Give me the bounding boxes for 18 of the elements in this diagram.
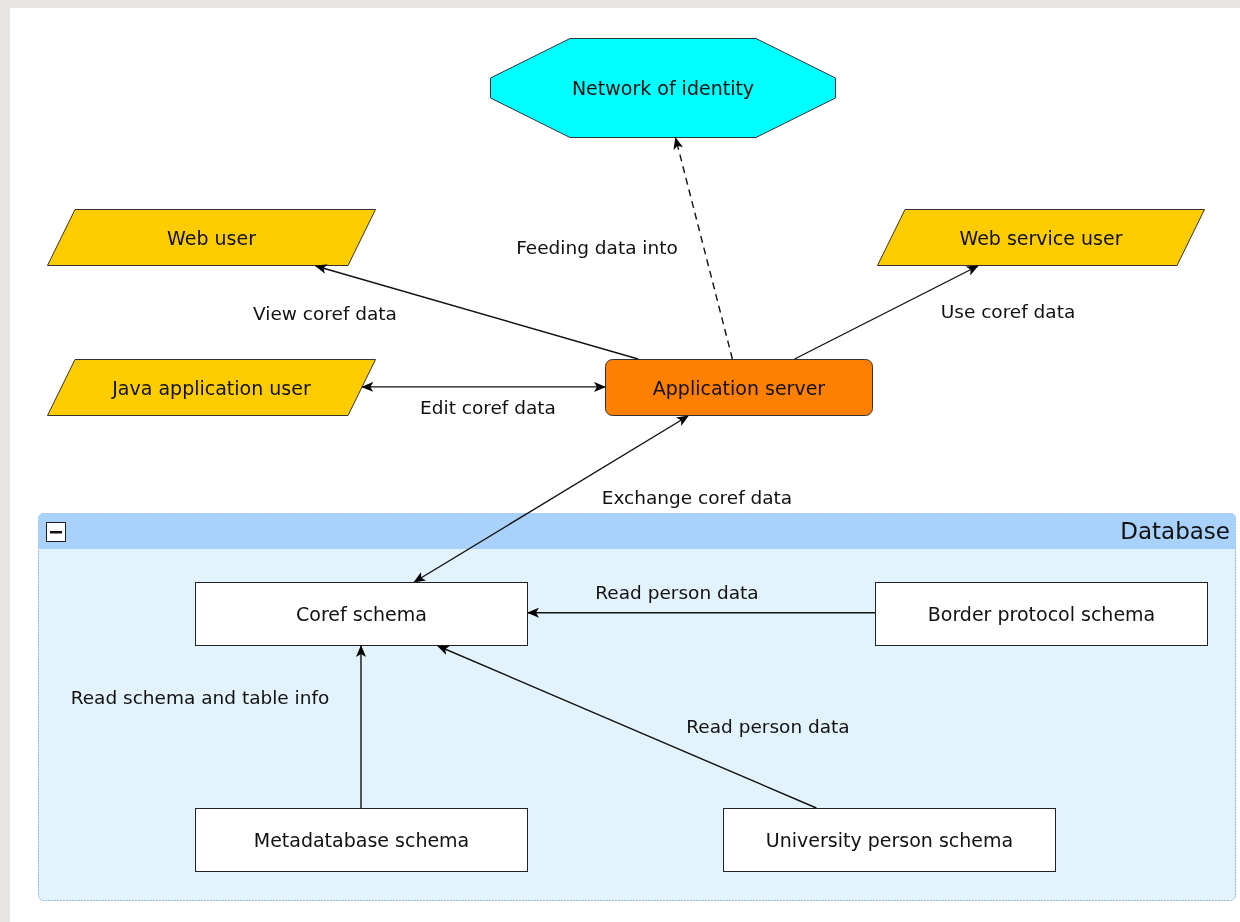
node-label: Border protocol schema [927, 603, 1156, 625]
arrow [437, 645, 818, 809]
node-label: Web service user [959, 226, 1123, 249]
node-label: University person schema [765, 829, 1014, 851]
arrow [793, 265, 979, 360]
arrow [413, 415, 689, 583]
node-label: Web user [167, 226, 256, 249]
node-label: Java application user [112, 376, 311, 399]
node-label: Metadatabase schema [253, 829, 470, 851]
node-label: Application server [652, 376, 826, 399]
node-label: Coref schema [296, 603, 427, 625]
arrow [356, 645, 366, 809]
arrow [673, 137, 734, 360]
arrow [527, 607, 876, 618]
arrow [361, 381, 606, 392]
node-label: Network of identity [571, 77, 755, 99]
arrow [314, 264, 639, 360]
group-title: Database [1120, 518, 1230, 544]
